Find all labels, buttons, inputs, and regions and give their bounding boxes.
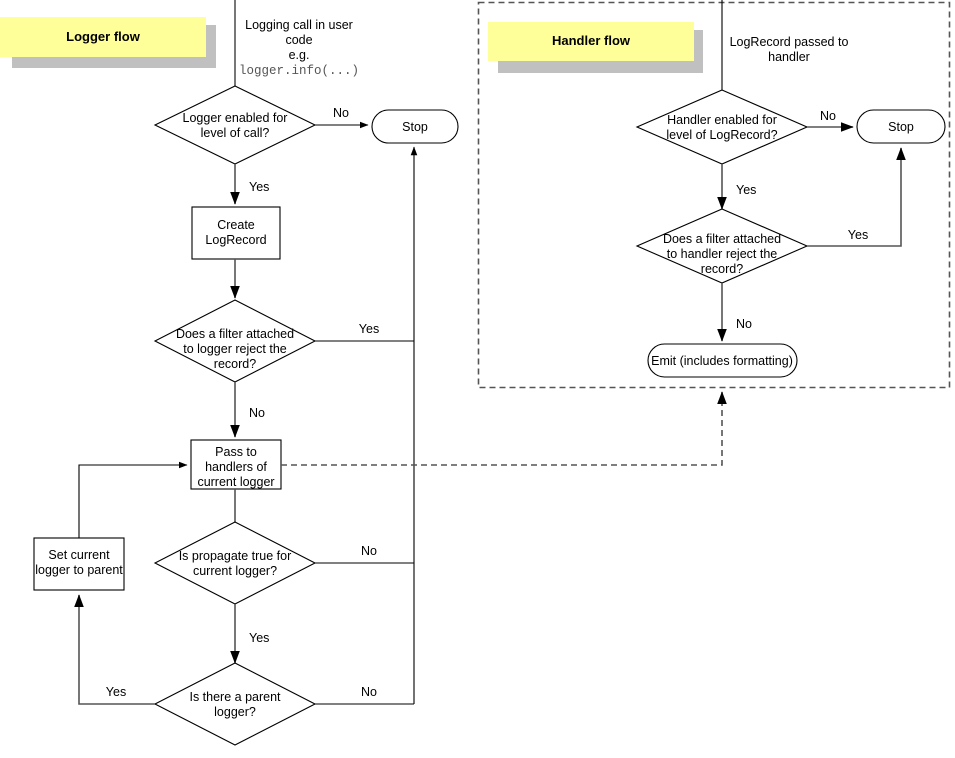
- edge-setparent-to-pass: [78, 461, 188, 538]
- process-set-parent-line2: logger to parent: [35, 563, 123, 577]
- logger-entry-label-line1: Logging call in user: [245, 18, 353, 32]
- handler-flow-title-box: [488, 22, 694, 61]
- logger-flow-title-label: Logger flow: [66, 29, 141, 44]
- decision-propagate-line1: Is propagate true for: [179, 549, 292, 563]
- decision-logger-enabled-line1: Logger enabled for: [183, 111, 288, 125]
- edge-d3-no-label: No: [361, 544, 377, 558]
- terminator-stop-logger-label: Stop: [402, 120, 428, 134]
- decision-handler-enabled-line1: Handler enabled for: [667, 113, 777, 127]
- process-pass-to-handlers-line3: current logger: [197, 475, 274, 489]
- process-create-logrecord: [191, 206, 281, 260]
- decision-propagate: [153, 521, 317, 605]
- logger-entry-label-code: logger.info(...): [239, 64, 359, 78]
- edge-h1-no-label: No: [820, 109, 836, 123]
- edge-dashed-to-handler-flow: [281, 391, 727, 466]
- edge-h2-no-label: No: [736, 317, 752, 331]
- handler-flow-title-label: Handler flow: [552, 33, 631, 48]
- terminator-emit-label: Emit (includes formatting): [651, 354, 793, 368]
- logger-entry-label-line2: code: [285, 33, 312, 47]
- process-pass-to-handlers-line2: handlers of: [205, 460, 267, 474]
- decision-logger-filter-line2: to logger reject the: [183, 342, 287, 356]
- decision-handler-filter-line1: Does a filter attached: [663, 232, 781, 246]
- handler-flow-container: [477, 1, 951, 389]
- decision-logger-enabled-line2: level of call?: [201, 126, 270, 140]
- process-set-current-logger-to-parent: [33, 537, 125, 591]
- edge-h2-yes-label: Yes: [848, 228, 868, 242]
- terminator-stop-handler: [856, 109, 946, 144]
- terminator-emit: [647, 343, 798, 378]
- decision-handler-enabled: [635, 89, 809, 165]
- decision-handler-filter-line3: record?: [701, 262, 743, 276]
- decision-logger-filter-line3: record?: [214, 357, 256, 371]
- decision-propagate-line2: current logger?: [193, 564, 277, 578]
- decision-parent-logger: [153, 662, 317, 746]
- terminator-stop-logger: [371, 109, 459, 144]
- edge-d3-yes-label: Yes: [249, 631, 269, 645]
- process-create-logrecord-line1: Create: [217, 218, 255, 232]
- process-set-parent-line1: Set current: [48, 548, 110, 562]
- edge-d2-yes-label: Yes: [359, 322, 379, 336]
- edge-d4-yes: [74, 594, 155, 705]
- decision-logger-enabled: [153, 85, 317, 165]
- edge-h2-yes: [807, 147, 906, 247]
- edge-d1-yes-label: Yes: [249, 180, 269, 194]
- logger-entry-label-line3: e.g.: [289, 48, 310, 62]
- process-create-logrecord-line2: LogRecord: [205, 233, 266, 247]
- terminator-stop-handler-label: Stop: [888, 120, 914, 134]
- decision-parent-logger-line1: Is there a parent: [189, 690, 281, 704]
- logger-flow-title-box: [0, 17, 206, 57]
- edge-d2-no-label: No: [249, 406, 265, 420]
- decision-handler-enabled-line2: level of LogRecord?: [666, 128, 777, 142]
- handler-entry-label-line1: LogRecord passed to: [730, 35, 849, 49]
- decision-logger-filter-line1: Does a filter attached: [176, 327, 294, 341]
- handler-entry-label-line2: handler: [768, 50, 810, 64]
- edge-h1-yes-label: Yes: [736, 183, 756, 197]
- decision-parent-logger-line2: logger?: [214, 705, 256, 719]
- edge-d4-yes-label: Yes: [106, 685, 126, 699]
- process-pass-to-handlers-line1: Pass to: [215, 445, 257, 459]
- edge-d4-no-label: No: [361, 685, 377, 699]
- decision-handler-filter-line2: to handler reject the: [667, 247, 778, 261]
- edge-d1-no-label: No: [333, 106, 349, 120]
